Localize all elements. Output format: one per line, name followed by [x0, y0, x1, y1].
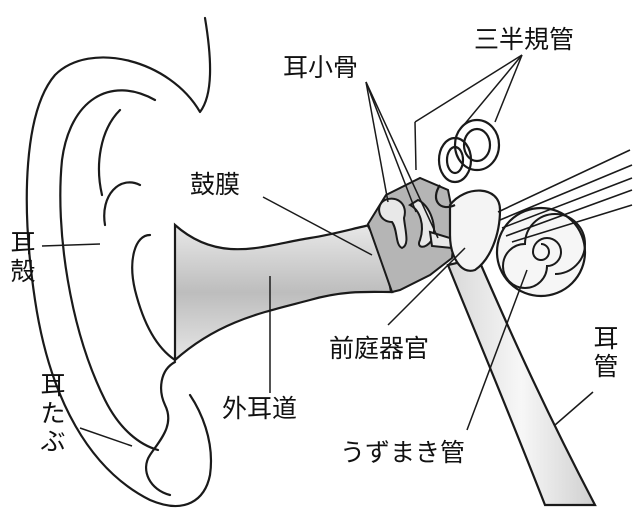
label-ossicles: 耳小骨	[283, 53, 359, 82]
antihelix	[103, 181, 142, 227]
label-cochlea: うずまき管	[340, 438, 466, 467]
label-eardrum: 鼓膜	[190, 170, 241, 199]
eustachian-tube-shape	[446, 256, 597, 507]
leader-lines	[41, 54, 594, 447]
cochlea-shape	[495, 206, 587, 298]
semicircular-canals-shape	[434, 118, 501, 209]
auricle-outline	[25, 16, 213, 508]
label-earlobe: 耳たぶ	[40, 371, 66, 456]
vestibule-shape	[448, 189, 502, 272]
auditory-nerve	[497, 149, 633, 243]
label-external-canal: 外耳道	[222, 394, 298, 423]
label-semicircular-canals: 三半規管	[474, 25, 575, 54]
label-vestibule: 前庭器官	[329, 334, 430, 363]
helix-fold	[59, 89, 160, 452]
label-auricle: 耳殻	[10, 229, 36, 286]
label-eustachian-tube: 耳管	[593, 324, 619, 381]
concha	[144, 360, 177, 497]
